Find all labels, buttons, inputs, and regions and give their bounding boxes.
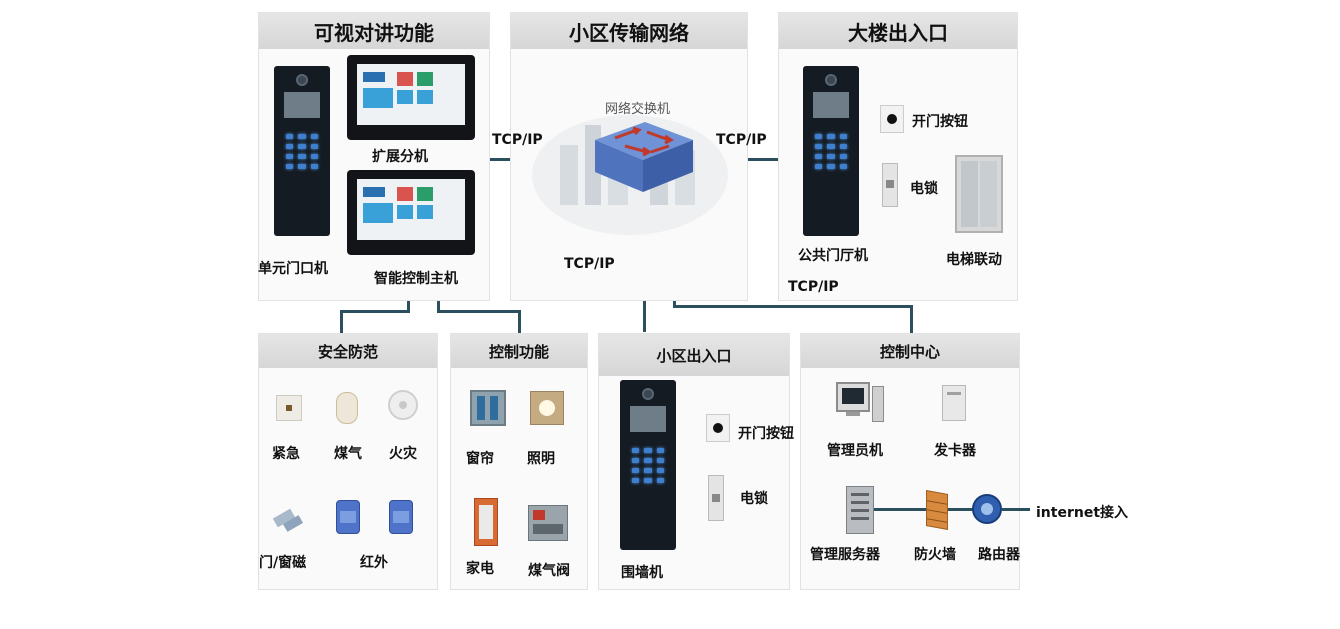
security-item-door: 门/窗磁 (259, 555, 307, 571)
intercom-title: 可视对讲功能 (314, 20, 434, 45)
wall-station (620, 380, 676, 550)
control-item-appliance: 家电 (466, 561, 494, 577)
emergency-button-icon (276, 395, 302, 421)
network-title: 小区传输网络 (569, 20, 689, 45)
firewall-label: 防火墙 (914, 547, 956, 563)
router-icon (972, 494, 1002, 524)
server-icon (846, 486, 874, 534)
community-panel-header: 小区出入口 (599, 334, 789, 376)
link-host-control-h (437, 310, 520, 313)
network-panel-header: 小区传输网络 (511, 13, 747, 49)
building-title: 大楼出入口 (848, 20, 948, 45)
network-switch-icon (595, 122, 693, 192)
door-sensor-icon (272, 505, 304, 533)
security-item-infrared: 红外 (360, 555, 388, 571)
firewall-icon (926, 490, 948, 530)
link-host-control-drop (518, 310, 521, 335)
security-panel-header: 安全防范 (259, 334, 437, 368)
infrared-sensor-icon (336, 500, 360, 534)
router-label: 路由器 (978, 547, 1020, 563)
light-icon (530, 391, 564, 425)
card-issuer-icon (942, 385, 966, 421)
link-server-firewall (874, 508, 928, 511)
admin-pc-icon (836, 382, 884, 426)
control-item-light: 照明 (527, 451, 555, 467)
security-item-emergency: 紧急 (272, 446, 300, 462)
security-title: 安全防范 (317, 342, 378, 361)
security-item-fire: 火灾 (389, 446, 417, 462)
center-panel-header: 控制中心 (801, 334, 1019, 368)
community-title: 小区出入口 (656, 346, 732, 365)
open-button-icon (880, 105, 904, 133)
extension-monitor (347, 55, 475, 140)
center-title: 控制中心 (879, 342, 940, 361)
lobby-station (803, 66, 859, 236)
building-tcp: TCP/IP (788, 279, 839, 295)
tcp-left: TCP/IP (492, 132, 543, 148)
center-panel: 控制中心 (800, 333, 1020, 590)
link-router-internet (1002, 508, 1030, 511)
unit-door-label: 单元门口机 (258, 261, 328, 277)
building-panel-header: 大楼出入口 (779, 13, 1017, 49)
main-host-label: 智能控制主机 (374, 271, 458, 287)
gas-valve-icon (528, 505, 568, 541)
community-open-button-label: 开门按钮 (738, 426, 794, 442)
smoke-detector-icon (388, 390, 418, 420)
main-host-monitor (347, 170, 475, 255)
intercom-panel-header: 可视对讲功能 (259, 13, 489, 49)
community-lock-icon (708, 475, 724, 521)
security-panel: 安全防范 (258, 333, 438, 590)
wall-label: 围墙机 (621, 565, 663, 581)
control-title: 控制功能 (488, 342, 549, 361)
lobby-label: 公共门厅机 (798, 248, 868, 264)
elevator-icon (955, 155, 1003, 233)
admin-pc-label: 管理员机 (827, 443, 883, 459)
control-panel: 控制功能 (450, 333, 588, 590)
control-item-gas-valve: 煤气阀 (528, 563, 570, 579)
community-open-button-icon (706, 414, 730, 442)
control-item-curtain: 窗帘 (466, 451, 494, 467)
building-lock-label: 电锁 (910, 181, 938, 197)
curtain-icon (470, 390, 506, 426)
unit-door-station (274, 66, 330, 236)
link-center-drop (910, 305, 913, 335)
switch-label: 网络交换机 (605, 102, 671, 117)
internet-label: internet接入 (1036, 505, 1129, 521)
tcp-right: TCP/IP (716, 132, 767, 148)
security-item-gas: 煤气 (334, 446, 362, 462)
elevator-label: 电梯联动 (946, 252, 1002, 268)
lock-icon (882, 163, 898, 207)
building-open-button-label: 开门按钮 (912, 114, 968, 130)
link-firewall-router (948, 508, 974, 511)
control-panel-header: 控制功能 (451, 334, 587, 368)
server-label: 管理服务器 (810, 547, 880, 563)
link-host-security-drop (340, 310, 343, 335)
link-switch-center-h (673, 305, 913, 308)
link-host-security-h (340, 310, 410, 313)
tcp-bottom: TCP/IP (564, 256, 615, 272)
link-switch-building (690, 158, 808, 161)
card-issuer-label: 发卡器 (934, 443, 976, 459)
infrared-sensor-icon-2 (389, 500, 413, 534)
community-lock-label: 电锁 (740, 491, 768, 507)
appliance-icon (474, 498, 498, 546)
gas-detector-icon (336, 392, 358, 424)
extension-label: 扩展分机 (372, 149, 428, 165)
